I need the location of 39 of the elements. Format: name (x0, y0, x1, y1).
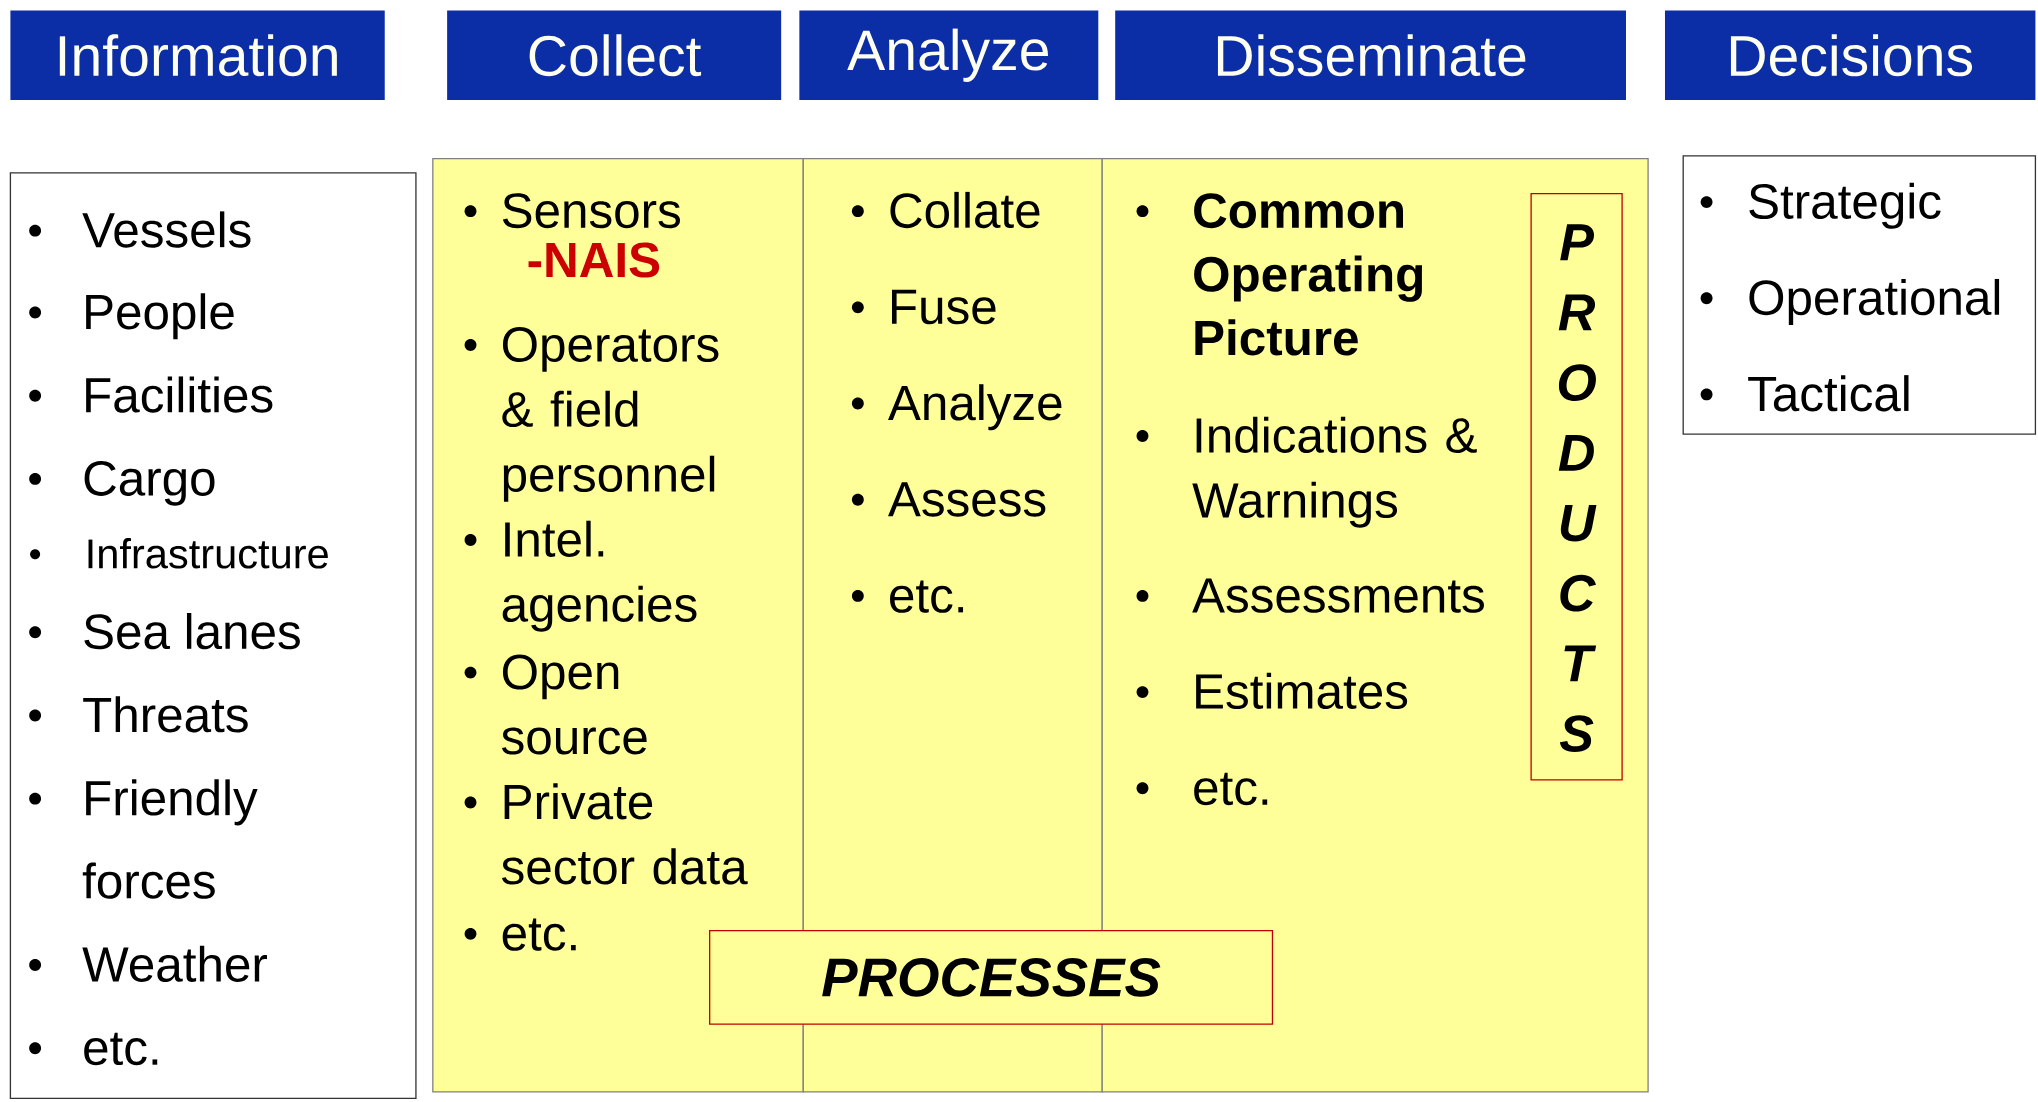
list-item: Facilities (86, 376, 273, 413)
header-bar: Analyze (799, 10, 1099, 100)
list-item: Collate (890, 191, 1040, 229)
header-bar: Disseminate (1115, 10, 1626, 100)
vertical-label-box: PRODUCTS (1530, 192, 1623, 781)
list-item: Intel. agencies (502, 520, 697, 632)
list-item: etc. (1194, 772, 1268, 806)
list-item: People (86, 293, 234, 340)
list-item: etc. (890, 580, 964, 613)
list-item: Infrastructure (88, 538, 328, 569)
header-bar: Decisions (1665, 10, 2036, 100)
list-item: Strategic (1749, 182, 1941, 229)
list-item: etc. (84, 1032, 158, 1066)
header-bar: Collect (447, 10, 782, 100)
list-item: Vessels (82, 211, 251, 248)
list-item: Friendly forces (82, 779, 258, 899)
list-item: Open source (502, 654, 647, 755)
list-item: Threats (83, 696, 248, 733)
list-item: Tactical (1748, 375, 1909, 412)
list-item: Cargo (84, 460, 215, 506)
list-item: Sensors (502, 193, 680, 229)
list-item: Indications & Warnings (1192, 416, 1477, 528)
list-box (9, 172, 417, 1099)
label-box: PROCESSES (709, 929, 1274, 1025)
list-item: Assessments (1192, 578, 1484, 613)
list-item: -NAIS (528, 242, 660, 278)
column-panel (432, 157, 804, 1093)
list-item: Sea lanes (84, 612, 300, 650)
list-item: Operators & field personnel (502, 326, 719, 502)
list-item: Assess (888, 482, 1046, 517)
list-item: Weather (82, 945, 267, 982)
list-item: etc. (502, 918, 576, 951)
list-item: Operational (1749, 278, 2000, 325)
list-item: Estimates (1196, 672, 1408, 709)
list-item: Common Operating Picture (1194, 193, 1423, 356)
list-item: Analyze (888, 384, 1062, 431)
header-bar: Information (10, 10, 385, 100)
list-box (1682, 155, 2037, 435)
list-item: Fuse (892, 289, 996, 325)
